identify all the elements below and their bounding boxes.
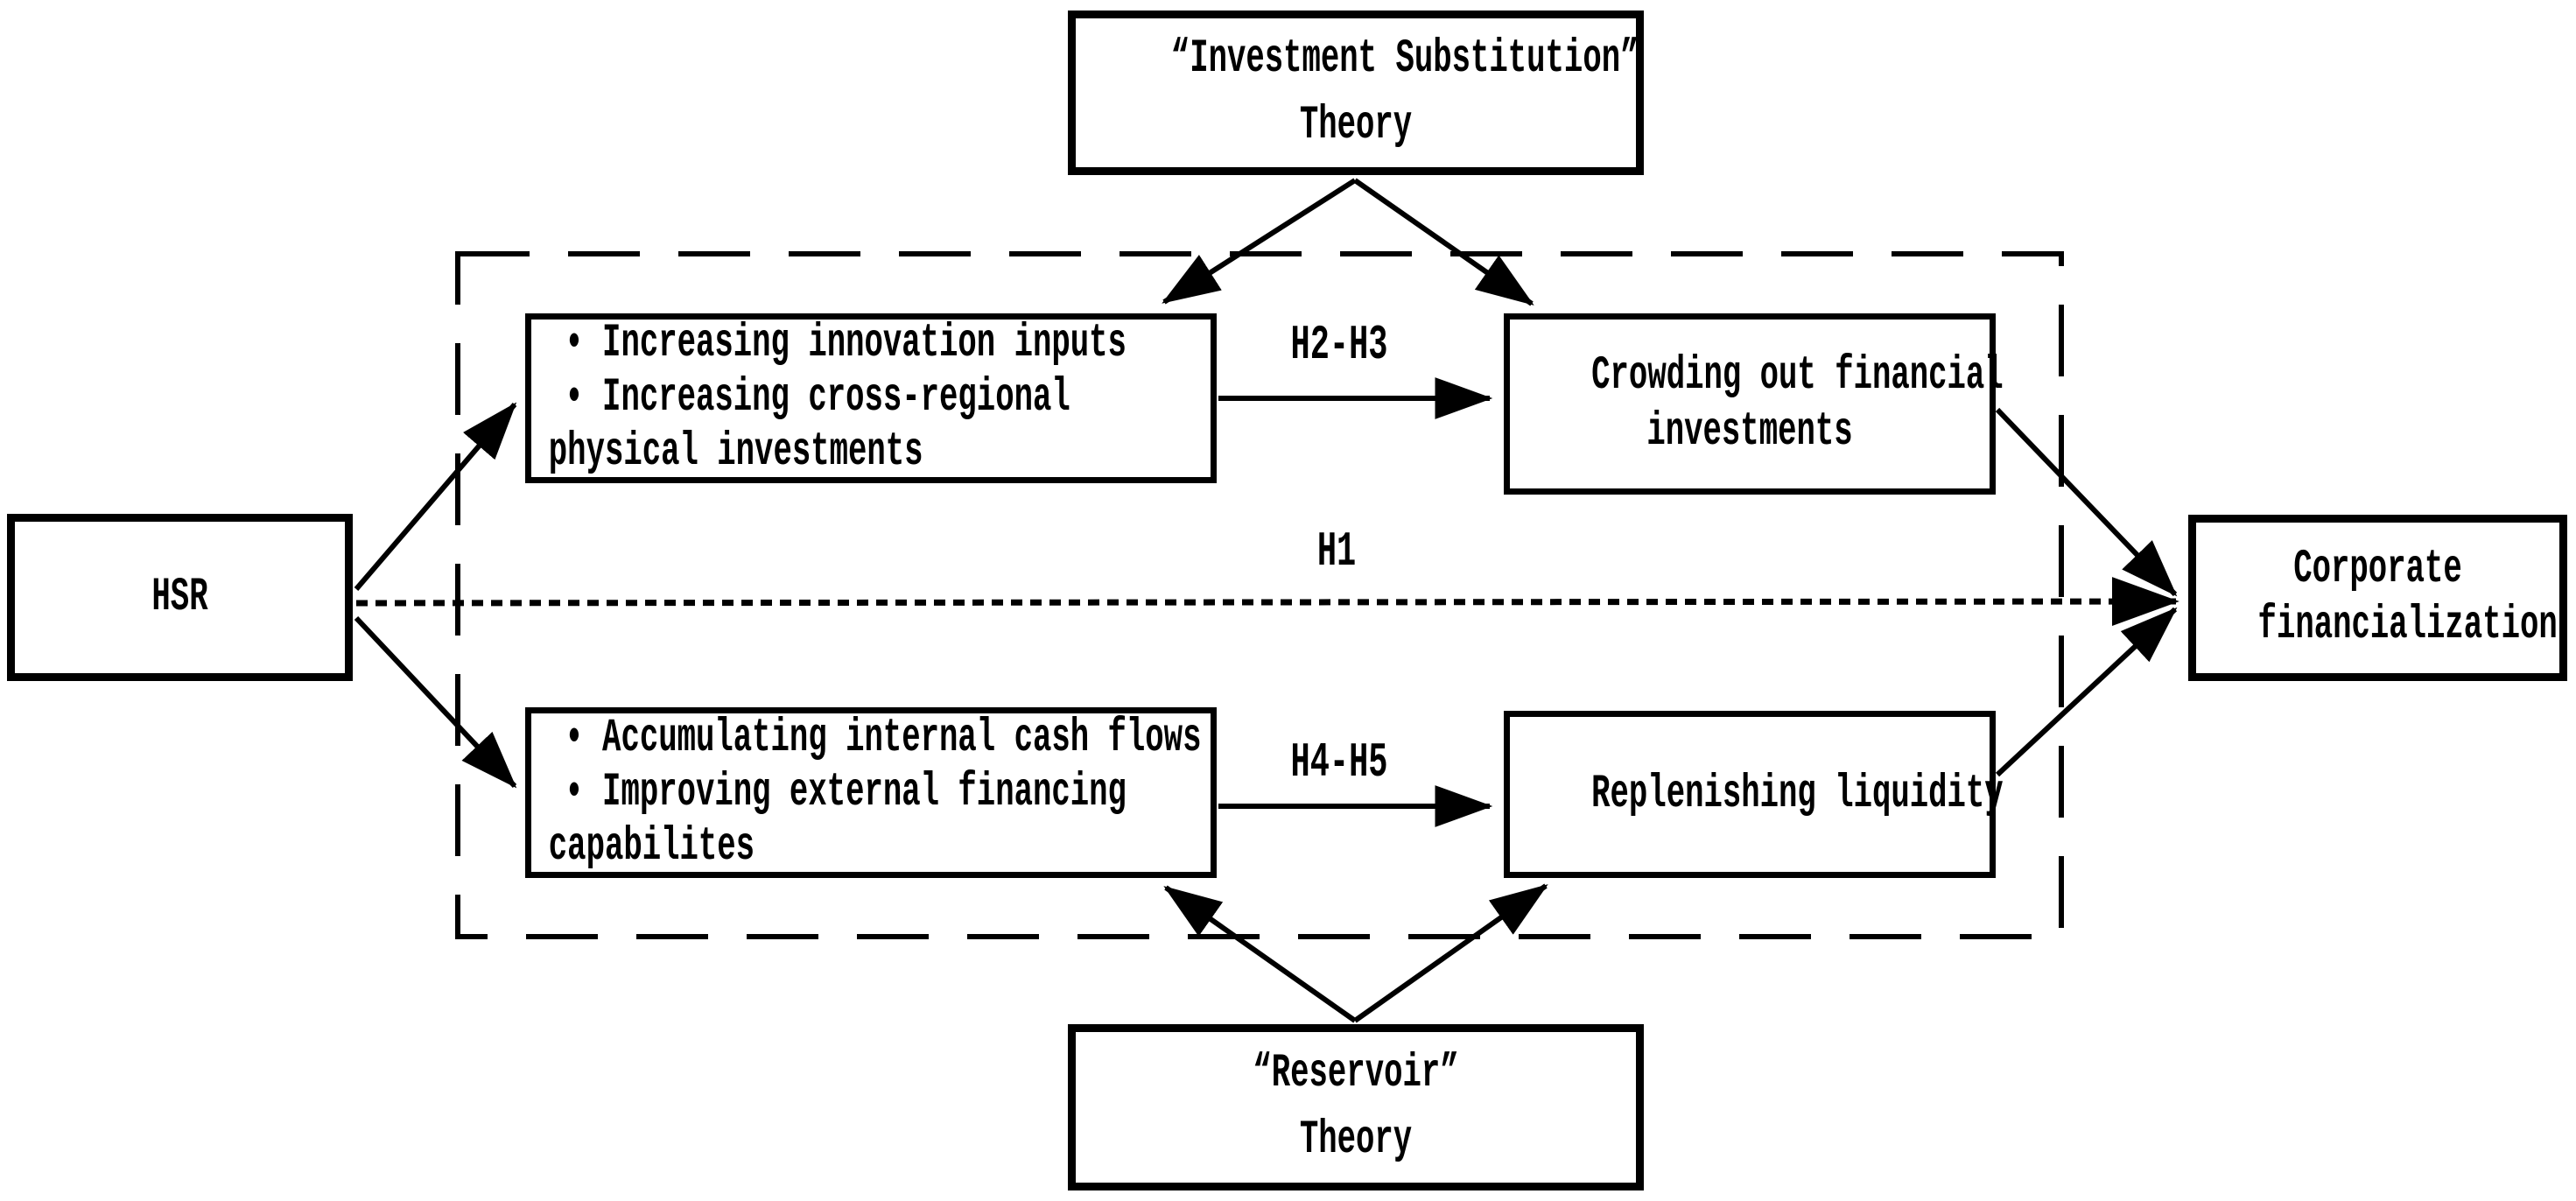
node-label: Corporate — [2293, 543, 2462, 596]
node-replenishing-liquidity: Replenishing liquidity — [1504, 711, 2004, 878]
node-label: Theory — [1299, 99, 1413, 152]
node-hsr: HSR — [7, 514, 353, 681]
node-label: Crowding out financial — [1591, 348, 2004, 403]
arrow-hsr-to-mediator-liquidity — [354, 615, 517, 789]
node-label: • Accumulating internal cash flows — [565, 711, 1202, 765]
node-label: “Investment Substitution” — [1170, 32, 1639, 86]
node-label: investments — [1646, 404, 1853, 459]
mediation-dashed-boundary — [455, 251, 2064, 939]
node-label: physical investments — [548, 425, 923, 479]
edge-label-h1: H1 — [1316, 523, 1357, 579]
arrow-replenishing-to-corporate — [1995, 607, 2178, 777]
node-label: • Improving external financing — [565, 765, 1127, 819]
node-label: capabilites — [548, 819, 755, 874]
arrow-crowding-to-corporate — [1995, 407, 2178, 597]
arrow-reservoir-theory-to-mediator-liquidity — [1163, 885, 1357, 1023]
node-label: HSR — [151, 570, 208, 624]
node-label: “Reservoir” — [1253, 1047, 1459, 1100]
arrow-hsr-to-mediator-investment — [354, 402, 517, 591]
arrow-reservoir-theory-to-replenishing — [1353, 883, 1548, 1023]
node-label: financialization — [2257, 599, 2558, 652]
node-investment-substitution-theory: “Investment Substitution” Theory — [1068, 11, 1644, 175]
node-label: • Increasing innovation inputs — [565, 317, 1127, 370]
edge-label-h4-h5: H4-H5 — [1290, 734, 1388, 790]
edge-label-h2-h3: H2-H3 — [1290, 317, 1388, 373]
node-label: Replenishing liquidity — [1591, 767, 2004, 821]
arrow-investment-theory-to-mediator-investment — [1162, 178, 1357, 305]
node-label: Theory — [1299, 1113, 1413, 1167]
node-reservoir-theory: “Reservoir” Theory — [1068, 1024, 1644, 1190]
node-label: • Increasing cross-regional — [565, 371, 1070, 425]
arrow-investment-theory-to-crowding-out — [1353, 178, 1534, 306]
node-corporate-financialization: Corporate financialization — [2188, 515, 2567, 681]
node-crowding-out-financial-investments: Crowding out financial investments — [1504, 313, 2004, 495]
node-mediator-liquidity: • Accumulating internal cash flows • Imp… — [525, 707, 1217, 878]
arrow-h1-hsr-to-corporate-dotted — [355, 577, 2179, 627]
node-mediator-investment: • Increasing innovation inputs • Increas… — [525, 313, 1217, 483]
